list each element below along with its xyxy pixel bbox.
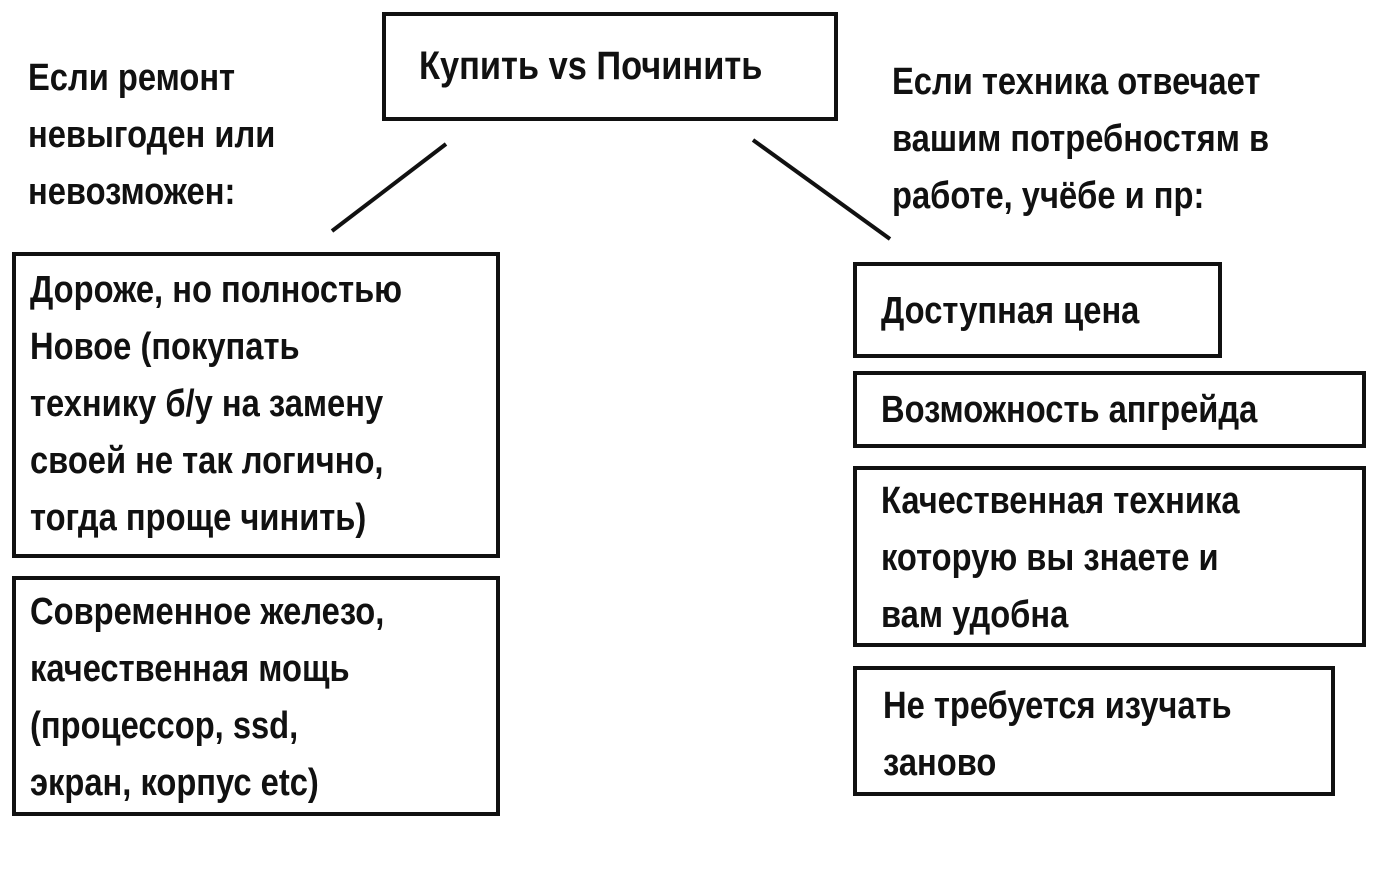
diagram-title: Купить vs Починить bbox=[419, 44, 763, 88]
right-heading-line: работе, учёбе и пр: bbox=[892, 175, 1205, 217]
title-box: Купить vs Починить bbox=[382, 12, 838, 121]
box-line: Современное железо, bbox=[30, 591, 385, 633]
left-branch-heading: Если ремонт невыгоден или невозможен: bbox=[28, 50, 275, 221]
right-heading-line: вашим потребностям в bbox=[892, 118, 1270, 160]
left-reason-text: Дороже, но полностью Новое (покупать тех… bbox=[30, 262, 402, 547]
left-heading-line: невозможен: bbox=[28, 171, 236, 213]
left-heading-line: Если ремонт bbox=[28, 57, 236, 99]
box-line: тогда проще чинить) bbox=[30, 497, 367, 539]
box-line: экран, корпус etc) bbox=[30, 762, 319, 804]
box-line: вам удобна bbox=[881, 594, 1069, 636]
box-line: качественная мощь bbox=[30, 648, 350, 690]
box-line: заново bbox=[883, 742, 997, 784]
box-line: своей не так логично, bbox=[30, 440, 384, 482]
left-reason-box-hardware: Современное железо, качественная мощь (п… bbox=[12, 576, 500, 816]
right-reason-box-quality: Качественная техника которую вы знаете и… bbox=[853, 466, 1366, 647]
box-line: Доступная цена bbox=[881, 290, 1140, 332]
box-line: Качественная техника bbox=[881, 480, 1240, 522]
connector-left bbox=[330, 142, 448, 233]
right-reason-text: Качественная техника которую вы знаете и… bbox=[881, 473, 1240, 644]
box-line: Возможность апгрейда bbox=[881, 389, 1258, 431]
box-line: технику б/у на замену bbox=[30, 383, 384, 425]
right-branch-heading: Если техника отвечает вашим потребностям… bbox=[892, 54, 1269, 225]
left-reason-box-new: Дороже, но полностью Новое (покупать тех… bbox=[12, 252, 500, 558]
left-heading-line: невыгоден или bbox=[28, 114, 276, 156]
right-reason-text: Не требуется изучать заново bbox=[883, 678, 1232, 792]
right-heading-line: Если техника отвечает bbox=[892, 61, 1261, 103]
right-reason-box-price: Доступная цена bbox=[853, 262, 1222, 358]
connector-right bbox=[751, 138, 892, 241]
right-reason-box-no-relearning: Не требуется изучать заново bbox=[853, 666, 1335, 796]
right-reason-box-upgrade: Возможность апгрейда bbox=[853, 371, 1366, 448]
right-reason-text: Доступная цена bbox=[881, 283, 1139, 340]
box-line: Новое (покупать bbox=[30, 326, 300, 368]
box-line: (процессор, ssd, bbox=[30, 705, 299, 747]
box-line: Не требуется изучать bbox=[883, 685, 1232, 727]
right-reason-text: Возможность апгрейда bbox=[881, 382, 1257, 439]
box-line: Дороже, но полностью bbox=[30, 269, 403, 311]
left-reason-text: Современное железо, качественная мощь (п… bbox=[30, 584, 384, 812]
box-line: которую вы знаете и bbox=[881, 537, 1219, 579]
